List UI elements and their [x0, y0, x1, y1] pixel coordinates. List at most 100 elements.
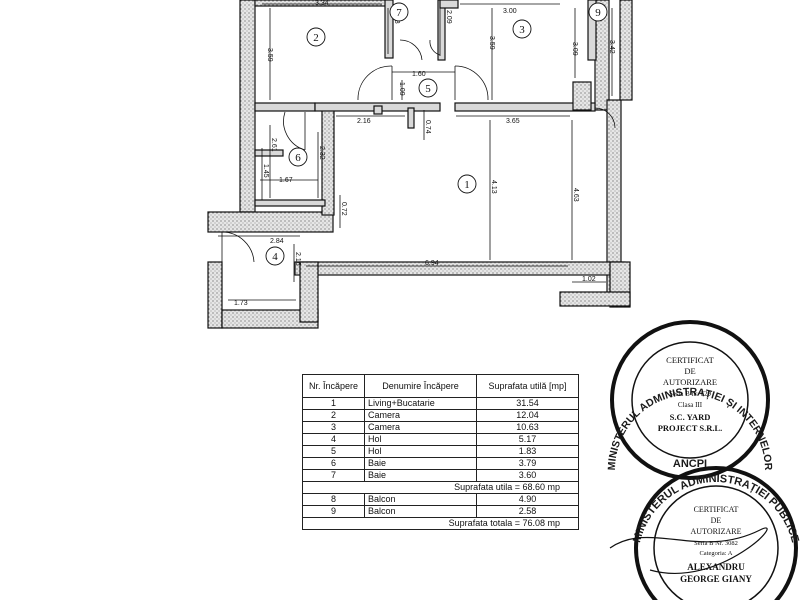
- room-marker-6: 6: [288, 147, 308, 167]
- dim-v232: 2.32: [318, 146, 325, 160]
- cell-area: 3.60: [476, 469, 579, 482]
- table-row: 2 Camera 12.04: [302, 409, 579, 422]
- stamp2-line-5: Categoria: A: [699, 550, 732, 557]
- dimension-labels: 3.34 3.59 2.38 2.09 3.00 3.59 3.09 3.42 …: [234, 0, 615, 307]
- dim-h173: 1.73: [234, 300, 248, 307]
- table-header-row: Nr. Încăpere Denumire Încăpere Suprafata…: [302, 374, 579, 398]
- cell-name: Hol: [364, 445, 477, 458]
- summary-row-total: Suprafata totala = 76.08 mp: [302, 517, 579, 530]
- cell-nr: 4: [302, 433, 365, 446]
- dim-v072: 0.72: [340, 202, 347, 216]
- cell-area: 31.54: [476, 397, 579, 410]
- room-marker-5: 5: [418, 78, 438, 98]
- table-row: 5 Hol 1.83: [302, 445, 579, 458]
- cell-area: 12.04: [476, 409, 579, 422]
- dim-v342: 3.42: [608, 40, 615, 54]
- stamp2-line-6: ALEXANDRU: [687, 562, 745, 572]
- svg-text:4: 4: [272, 251, 278, 263]
- stamp1-line-6: S.C. YARD: [670, 412, 711, 422]
- signature-scribble: [609, 527, 768, 574]
- cell-area: 5.17: [476, 433, 579, 446]
- room-marker-7: 7: [389, 2, 409, 22]
- interior-walls: [254, 0, 597, 207]
- svg-text:2: 2: [313, 32, 319, 44]
- cell-nr: 5: [302, 445, 365, 458]
- room-marker-3: 3: [512, 19, 532, 39]
- room-marker-9: 9: [588, 2, 608, 22]
- cell-name: Living+Bucatarie: [364, 397, 477, 410]
- stamp1-line-5: Clasa III: [678, 401, 703, 409]
- cell-nr: 3: [302, 421, 365, 434]
- cell-nr: 1: [302, 397, 365, 410]
- cell-name: Balcon: [364, 493, 477, 506]
- dim-v109: 1.09: [398, 82, 405, 96]
- table-row: 6 Baie 3.79: [302, 457, 579, 470]
- dim-top-mid: 3.00: [503, 8, 517, 15]
- room-marker-1: 1: [457, 174, 477, 194]
- cell-name: Baie: [364, 469, 477, 482]
- stamp-administratie: MINISTERUL ADMINISTRAȚIEI PUBLICE CERTIF…: [609, 466, 800, 600]
- stamp1-line-3: AUTORIZARE: [663, 377, 717, 387]
- svg-text:3: 3: [519, 24, 525, 36]
- svg-text:5: 5: [425, 83, 431, 95]
- table-row: 3 Camera 10.63: [302, 421, 579, 434]
- dim-h694: 6.94: [425, 260, 439, 267]
- header-suprafata: Suprafata utilă [mp]: [476, 374, 579, 398]
- cell-area: 4.90: [476, 493, 579, 506]
- cell-area: 2.58: [476, 505, 579, 518]
- dim-v309: 3.09: [571, 42, 578, 56]
- cell-nr: 9: [302, 505, 365, 518]
- cell-nr: 2: [302, 409, 365, 422]
- dim-hall: 1.60: [412, 71, 426, 78]
- dim-v145: 1.45: [262, 164, 269, 178]
- dim-v261: 2.61: [270, 138, 277, 152]
- dim-v209: 2.09: [445, 10, 452, 24]
- stamp1-line-1: CERTIFICAT: [666, 355, 714, 365]
- stamp1-line-4: Seria B nr. 629: [669, 390, 711, 398]
- dim-left-v: 3.59: [266, 48, 273, 62]
- room-area-table: Nr. Încăpere Denumire Încăpere Suprafata…: [302, 374, 579, 530]
- cell-name: Camera: [364, 409, 477, 422]
- cell-name: Baie: [364, 457, 477, 470]
- stamp-ancpi: MINISTERUL ADMINISTRAȚIEI ȘI INTERNELOR …: [606, 320, 774, 480]
- cell-area: 10.63: [476, 421, 579, 434]
- stamp1-line-7: PROJECT S.R.L.: [658, 423, 723, 433]
- header-nr: Nr. Încăpere: [302, 374, 365, 398]
- svg-text:1: 1: [464, 179, 470, 191]
- dim-top-left: 3.34: [315, 0, 329, 7]
- dim-v359b: 3.59: [488, 36, 495, 50]
- table-row: 4 Hol 5.17: [302, 433, 579, 446]
- header-denumire: Denumire Încăpere: [364, 374, 477, 398]
- room-markers: 1 2 3 4 5 6 7 8 9: [265, 2, 608, 266]
- dim-h365: 3.65: [506, 118, 520, 125]
- stamp2-line-2: DE: [711, 516, 722, 525]
- summary-util: Suprafata utila = 68.60 mp: [302, 481, 579, 494]
- cell-name: Camera: [364, 421, 477, 434]
- stamp2-line-3: AUTORIZARE: [691, 527, 742, 536]
- stamp2-line-4: Seria B Nr. 3082: [694, 540, 738, 547]
- dim-h167: 1.67: [279, 177, 293, 184]
- dim-h216: 2.16: [357, 118, 371, 125]
- table-row: 8 Balcon 4.90: [302, 493, 579, 506]
- cell-name: Hol: [364, 433, 477, 446]
- stamp1-bottom-text: ANCPI: [673, 458, 707, 470]
- dim-h102: 1.02: [582, 276, 596, 283]
- dim-v413: 4.13: [490, 180, 497, 194]
- cell-nr: 8: [302, 493, 365, 506]
- dim-v463: 4.63: [572, 188, 579, 202]
- stamp1-line-2: DE: [684, 366, 695, 376]
- cell-nr: 7: [302, 469, 365, 482]
- svg-text:6: 6: [295, 152, 301, 164]
- dimension-lines: [218, 3, 613, 301]
- cell-nr: 6: [302, 457, 365, 470]
- room-marker-4: 4: [265, 246, 285, 266]
- dim-h284: 2.84: [270, 238, 284, 245]
- summary-total: Suprafata totala = 76.08 mp: [302, 517, 579, 530]
- table-row: 1 Living+Bucatarie 31.54: [302, 397, 579, 410]
- dim-v216: 2.16: [294, 252, 301, 266]
- table-row: 7 Baie 3.60: [302, 469, 579, 482]
- stamp2-line-7: GEORGE GIANY: [680, 574, 752, 584]
- room-marker-2: 2: [306, 27, 326, 47]
- summary-row-util: Suprafata utila = 68.60 mp: [302, 481, 579, 494]
